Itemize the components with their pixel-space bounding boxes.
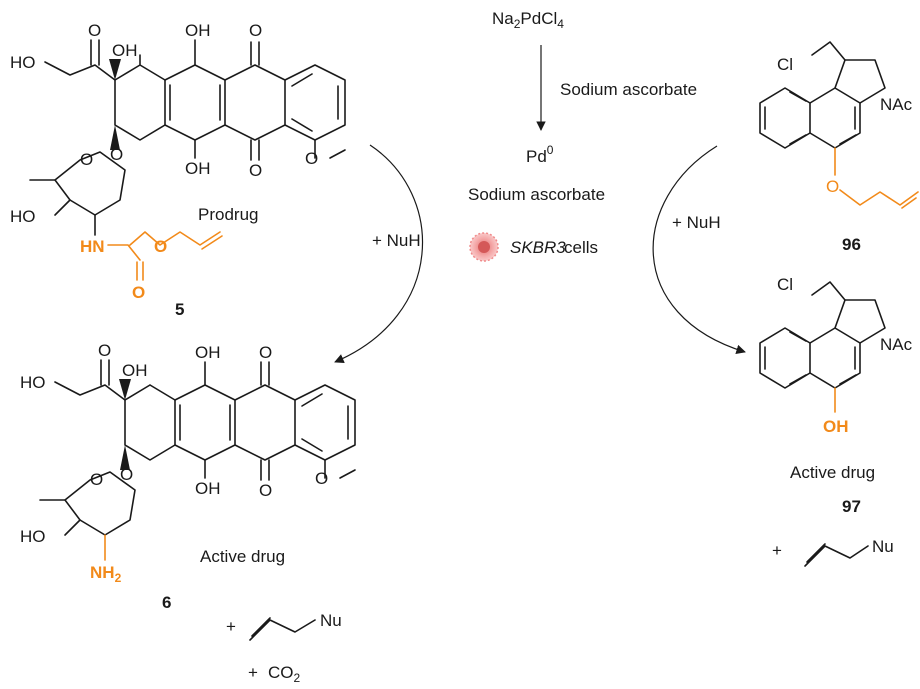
left-byproduct-nu: Nu [320, 611, 342, 630]
catalyst-precursor: Na2PdCl4 [492, 9, 564, 31]
left-byproduct-plus: + [226, 617, 236, 636]
left-allyl-nu-bond [249, 617, 316, 641]
prodrug-5-structure [29, 39, 346, 281]
o-label-5a: O [88, 21, 101, 40]
product-number-6: 6 [162, 593, 171, 612]
o-label-96: O [826, 177, 839, 196]
ho-label-6: HO [20, 373, 46, 392]
active-catalyst: Pd0 [526, 143, 554, 166]
left-reaction-arrow [334, 144, 423, 364]
left-nucleophile-label: + NuH [372, 231, 421, 250]
prodrug-label: Prodrug [198, 205, 258, 224]
nh2-label-6: NH2 [90, 563, 122, 585]
co2-label: CO2 [268, 663, 301, 685]
nac-label-97: NAc [880, 335, 913, 354]
cl-label-96: Cl [777, 55, 793, 74]
cell-line-suffix: cells [564, 238, 598, 257]
o-label-6f: O [90, 470, 103, 489]
right-nucleophile-label: + NuH [672, 213, 721, 232]
oh-label-5a: OH [112, 41, 138, 60]
right-reaction-arrow [652, 145, 746, 355]
cell-icon [469, 232, 499, 262]
o-label-6c: O [259, 481, 272, 500]
conditions-reductant: Sodium ascorbate [468, 185, 605, 204]
hn-label-5: HN [80, 237, 105, 256]
right-allyl-nu-bond [804, 543, 869, 567]
ho-label-5: HO [10, 53, 36, 72]
right-byproduct-nu: Nu [872, 537, 894, 556]
oh-label-5b: OH [185, 21, 211, 40]
co2-plus: + [248, 663, 258, 682]
oh-label-6a: OH [122, 361, 148, 380]
o-label-6a: O [98, 341, 111, 360]
o-label-6e: O [120, 465, 133, 484]
o-label-5e: O [110, 145, 123, 164]
prodrug-number-5: 5 [175, 300, 184, 319]
product-number-97: 97 [842, 497, 861, 516]
ho-label-6b: HO [20, 527, 46, 546]
o-label-5c: O [249, 161, 262, 180]
o-label-5f: O [80, 150, 93, 169]
active-drug-97-structure [759, 281, 886, 413]
oh-label-6b: OH [195, 343, 221, 362]
ho-label-5b: HO [10, 207, 36, 226]
product-label-97: Active drug [790, 463, 875, 482]
active-drug-6-structure [39, 359, 356, 561]
o-label-5g: O [154, 237, 167, 256]
o-label-5d: O [305, 149, 318, 168]
oh-label-6c: OH [195, 479, 221, 498]
right-byproduct-plus: + [772, 541, 782, 560]
oh-label-97: OH [823, 417, 849, 436]
activation-reductant: Sodium ascorbate [560, 80, 697, 99]
cl-label-97: Cl [777, 275, 793, 294]
o-label-5b: O [249, 21, 262, 40]
o-label-6d: O [315, 469, 328, 488]
o-label-6b: O [259, 343, 272, 362]
prodrug-96-structure [759, 41, 919, 209]
product-label-6: Active drug [200, 547, 285, 566]
nac-label-96: NAc [880, 95, 913, 114]
oh-label-5c: OH [185, 159, 211, 178]
prodrug-number-96: 96 [842, 235, 861, 254]
o-label-5h: O [132, 283, 145, 302]
cell-line-name: SKBR3 [510, 238, 566, 257]
